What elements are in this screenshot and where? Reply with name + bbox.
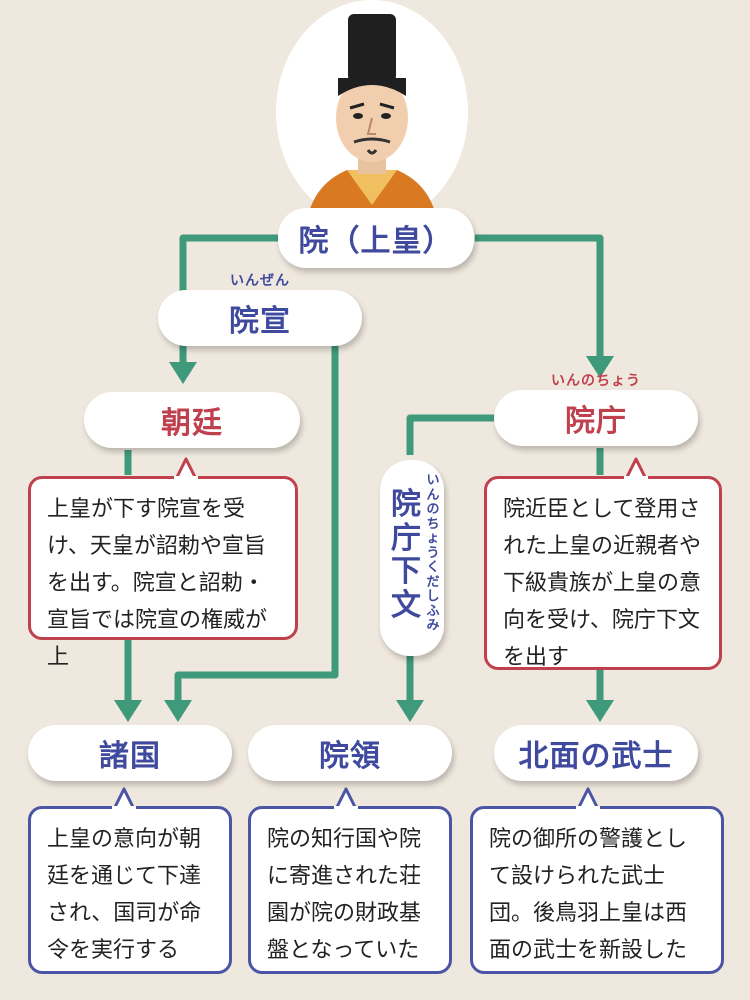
note-hokumen-text: 院の御所の警護として設けられた武士団。後鳥羽上皇は西面の武士を新設した bbox=[489, 827, 688, 963]
node-incho-kudashibumi: 院庁下文 いんのちょうくだしふみ bbox=[380, 460, 444, 656]
arrowhead-shokoku-right bbox=[164, 700, 192, 722]
node-incho-ruby: いんのちょう bbox=[551, 373, 641, 389]
line-incho-to-kudashibumi bbox=[406, 414, 500, 455]
arrowhead-shokoku-left bbox=[114, 700, 142, 722]
node-top-label: 院（上皇） bbox=[298, 224, 454, 259]
arrowheads bbox=[114, 356, 614, 722]
note-incho: 院近臣として登用された上皇の近親者や下級貴族が上皇の意向を受け、院庁下文を出す bbox=[484, 476, 722, 670]
note-chotei: 上皇が下す院宣を受け、天皇が詔勅や宣旨を出す。院宣と詔勅・宣旨では院宣の権威が上 bbox=[28, 476, 298, 670]
note-shokoku-text: 上皇の意向が朝廷を通じて下達され、国司が命令を実行する bbox=[47, 827, 202, 963]
arrowhead-hokumen bbox=[586, 700, 614, 722]
node-incho-kudashibumi-ruby: いんのちょうくだしふみ bbox=[426, 473, 440, 634]
arrowhead-incho bbox=[586, 356, 614, 378]
arrowhead-chotei bbox=[169, 362, 197, 384]
note-shokoku: 上皇の意向が朝廷を通じて下達され、国司が命令を実行する bbox=[28, 806, 232, 974]
node-shokoku-label: 諸国 bbox=[99, 739, 161, 774]
node-inryo: 院領 bbox=[248, 725, 452, 781]
note-chotei-text: 上皇が下す院宣を受け、天皇が詔勅や宣旨を出す。院宣と詔勅・宣旨では院宣の権威が上 bbox=[47, 497, 268, 670]
node-inryo-label: 院領 bbox=[319, 739, 381, 774]
node-hokumen-label: 北面の武士 bbox=[518, 739, 674, 774]
note-incho-text: 院近臣として登用された上皇の近親者や下級貴族が上皇の意向を受け、院庁下文を出す bbox=[503, 497, 702, 670]
node-top-retired-emperor: 院（上皇） bbox=[278, 208, 474, 268]
note-inryo-text: 院の知行国や院に寄進された荘園が院の財政基盤となっていた bbox=[267, 827, 422, 963]
note-inryo: 院の知行国や院に寄進された荘園が院の財政基盤となっていた bbox=[248, 806, 452, 974]
node-insen-label: 院宣 bbox=[229, 304, 291, 339]
note-hokumen: 院の御所の警護として設けられた武士団。後鳥羽上皇は西面の武士を新設した bbox=[470, 806, 724, 974]
node-shokoku: 諸国 bbox=[28, 725, 232, 781]
node-chotei-label: 朝廷 bbox=[161, 406, 223, 441]
node-hokumen: 北面の武士 bbox=[494, 725, 698, 781]
emperor-portrait bbox=[276, 0, 468, 225]
node-insen-ruby: いんぜん bbox=[230, 273, 290, 289]
line-top-to-incho bbox=[475, 234, 604, 358]
arrowhead-inryo bbox=[396, 700, 424, 722]
node-insen: いんぜん 院宣 bbox=[158, 273, 362, 346]
node-chotei: 朝廷 bbox=[84, 392, 300, 448]
node-incho-kudashibumi-label: 院庁下文 bbox=[391, 487, 421, 623]
line-insen-to-shokoku bbox=[174, 310, 339, 700]
node-incho-label: 院庁 bbox=[565, 404, 627, 439]
node-incho: いんのちょう 院庁 bbox=[494, 373, 698, 446]
